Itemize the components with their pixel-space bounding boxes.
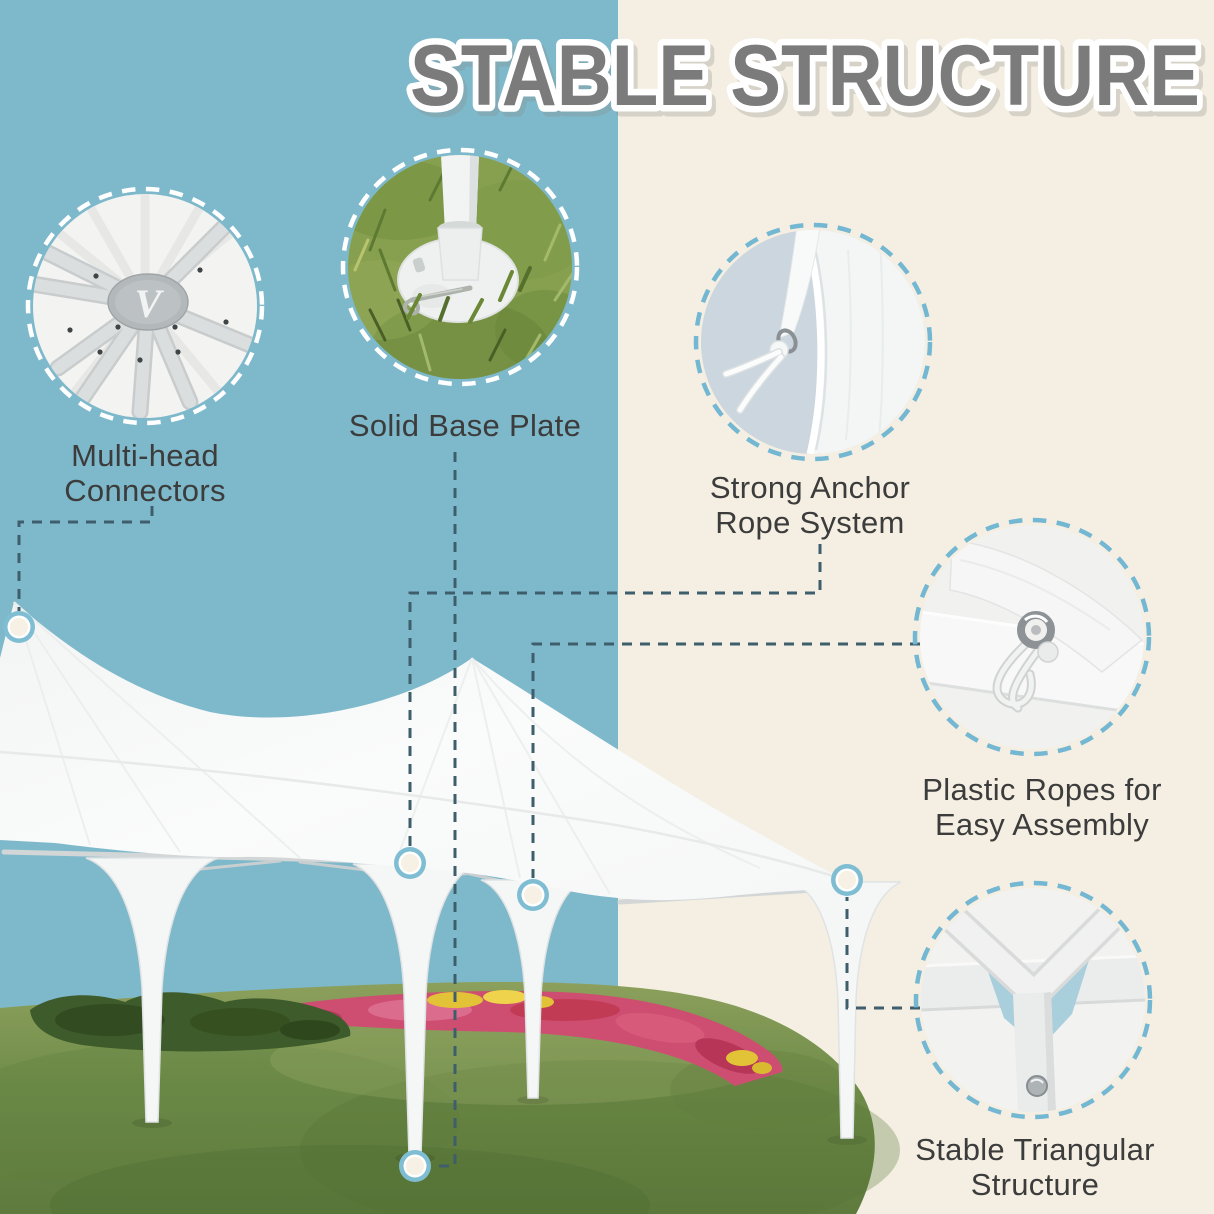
- marker-dot-plastic-ropes: [517, 879, 549, 911]
- svg-text:STABLE STRUCTURE: STABLE STRUCTURE: [414, 33, 1204, 129]
- callout-label-anchor-rope: Strong Anchor Rope System: [690, 470, 930, 540]
- label-line: Stable Triangular: [915, 1132, 1155, 1167]
- label-line: Easy Assembly: [934, 807, 1150, 842]
- label-line: Plastic Ropes for: [922, 772, 1162, 807]
- connector-line-anchor-rope: [408, 544, 822, 846]
- connector-line-base-plate: [433, 452, 457, 1168]
- callout-circle-multi-head: V: [25, 186, 265, 426]
- connector-lines: [17, 452, 920, 1168]
- connector-arms: [33, 217, 257, 418]
- callout-ring-multi-head: [25, 186, 265, 426]
- bushes: [30, 992, 351, 1052]
- marker-dot-multi-head: [3, 611, 35, 643]
- rope-bead: [1037, 641, 1059, 663]
- callout-label-triangular: Stable Triangular Structure: [905, 1132, 1165, 1202]
- connector-line-plastic-ropes: [531, 642, 920, 878]
- callout-ring-triangular: [913, 880, 1153, 1120]
- tent-legs: [85, 857, 902, 1157]
- marker-dot-base-plate: [399, 1150, 431, 1182]
- callout-circle-base-plate: [340, 147, 580, 387]
- label-line: Connectors: [64, 473, 226, 508]
- callout-circle-plastic-ropes: [912, 517, 1152, 757]
- label-line: Multi-head: [71, 438, 219, 473]
- callout-ring-anchor-rope: [693, 222, 933, 462]
- callout-ring-plastic-ropes: [912, 517, 1152, 757]
- callout-label-multi-head: Multi-head Connectors: [25, 438, 265, 508]
- marker-dot-triangular: [831, 864, 863, 896]
- label-line: Rope System: [715, 505, 905, 540]
- diagonal-arms: [928, 890, 1138, 1006]
- tent-photo: [0, 601, 902, 1163]
- callout-ring-base-plate: [340, 147, 580, 387]
- lawn-photo: [0, 982, 900, 1214]
- label-line: Solid Base Plate: [348, 408, 582, 443]
- page-title-text: STABLE STRUCTURE: [410, 28, 1200, 124]
- marker-dot-anchor-rope: [394, 847, 426, 879]
- label-line: Strong Anchor: [709, 470, 911, 505]
- callout-circle-anchor-rope: [693, 222, 933, 462]
- marker-dots: [3, 611, 863, 1182]
- canopy-corner-fabric: [806, 230, 925, 454]
- connector-line-triangular: [845, 897, 920, 1010]
- callout-circle-triangular: [913, 880, 1153, 1120]
- callout-label-plastic-ropes: Plastic Ropes for Easy Assembly: [912, 772, 1172, 842]
- page-title: STABLE STRUCTURE STABLE STRUCTURE: [404, 22, 1211, 136]
- hub-logo: V: [135, 281, 165, 326]
- tent-canopy: [0, 602, 848, 901]
- corner-strap: [778, 230, 821, 339]
- plastic-rope-loop: [992, 637, 1045, 713]
- anchor-ropes: [722, 348, 785, 414]
- canopy-seams: [0, 601, 847, 895]
- connector-line-multi-head: [17, 506, 154, 611]
- label-line: Structure: [970, 1167, 1100, 1202]
- valance-flap: [949, 539, 1144, 673]
- callout-label-base-plate: Solid Base Plate: [330, 408, 600, 443]
